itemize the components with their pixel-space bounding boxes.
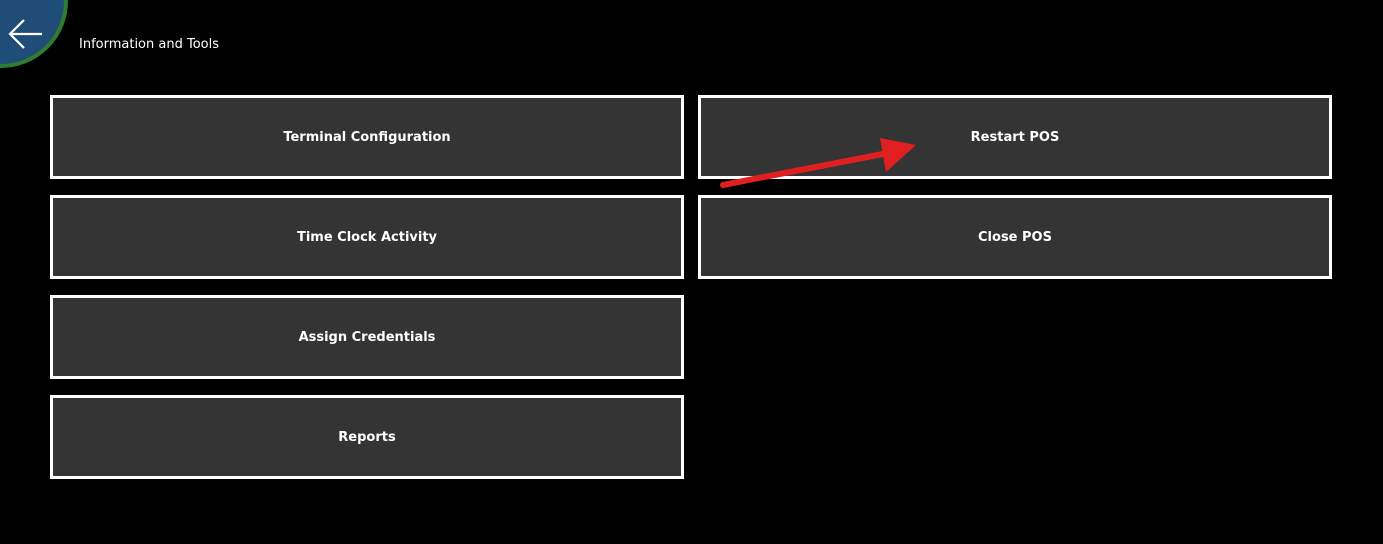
time-clock-activity-button[interactable]: Time Clock Activity xyxy=(50,195,684,279)
terminal-configuration-button[interactable]: Terminal Configuration xyxy=(50,95,684,179)
restart-pos-label: Restart POS xyxy=(970,129,1060,145)
assign-credentials-label: Assign Credentials xyxy=(298,329,436,345)
close-pos-button[interactable]: Close POS xyxy=(698,195,1332,279)
close-pos-label: Close POS xyxy=(978,229,1052,245)
restart-pos-button[interactable]: Restart POS xyxy=(698,95,1332,179)
back-button[interactable] xyxy=(0,0,68,68)
page-title: Information and Tools xyxy=(79,37,219,52)
time-clock-activity-label: Time Clock Activity xyxy=(296,229,438,245)
reports-label: Reports xyxy=(338,429,396,445)
reports-button[interactable]: Reports xyxy=(50,395,684,479)
terminal-configuration-label: Terminal Configuration xyxy=(283,129,451,145)
assign-credentials-button[interactable]: Assign Credentials xyxy=(50,295,684,379)
arrow-left-icon xyxy=(8,19,42,49)
